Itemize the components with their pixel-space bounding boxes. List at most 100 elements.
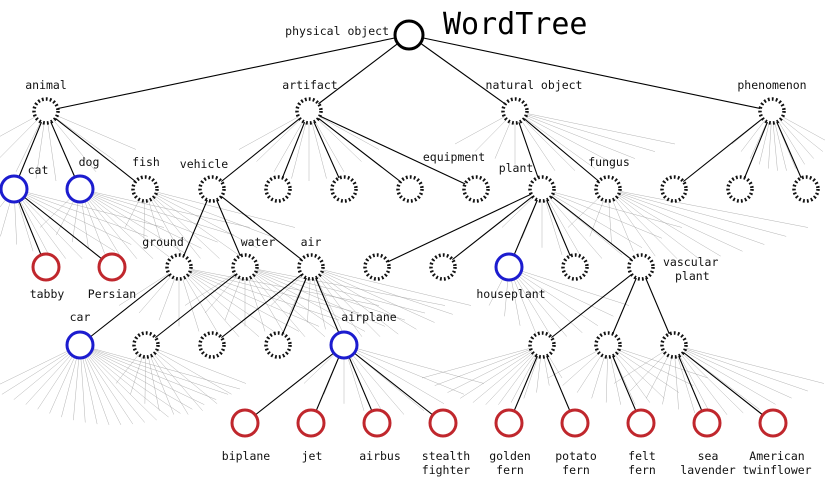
edge: [308, 110, 411, 190]
edge: [408, 34, 516, 112]
edge: [244, 344, 345, 424]
node-airplane[interactable]: [329, 330, 359, 360]
node-biplane[interactable]: [230, 408, 260, 438]
node-plant-child-2[interactable]: [429, 253, 457, 281]
faint-edge: [343, 344, 485, 384]
label-jet: jet: [302, 449, 323, 463]
faint-edge: [79, 344, 241, 390]
node-vascular-plant[interactable]: [627, 253, 655, 281]
node-water-child[interactable]: [132, 331, 160, 359]
faint-edge: [0, 344, 81, 385]
node-cat[interactable]: [0, 174, 29, 204]
node-water[interactable]: [231, 253, 259, 281]
faint-edge: [79, 344, 205, 405]
node-air-child-2[interactable]: [264, 331, 292, 359]
node-ground[interactable]: [165, 253, 193, 281]
edge: [514, 110, 543, 190]
node-car[interactable]: [65, 330, 95, 360]
label-artifact: artifact: [282, 78, 337, 92]
node-natural-object[interactable]: [501, 97, 529, 125]
node-american-twinflower[interactable]: [758, 408, 788, 438]
faint-edge: [178, 266, 380, 306]
faint-edge: [79, 344, 122, 426]
node-felt-fern[interactable]: [626, 408, 656, 438]
faint-edge: [308, 110, 380, 150]
node-stealth-fighter[interactable]: [428, 408, 458, 438]
node-air[interactable]: [297, 253, 325, 281]
faint-edge: [310, 266, 453, 315]
label-biplane: biplane: [222, 449, 271, 463]
node-equipment[interactable]: [462, 175, 490, 203]
label-cat: cat: [28, 163, 49, 177]
faint-edge: [79, 188, 138, 259]
faint-edge: [514, 110, 656, 152]
node-persian[interactable]: [97, 252, 127, 282]
faint-edge: [79, 344, 229, 395]
label-ground: ground: [142, 235, 184, 249]
faint-edge: [673, 344, 808, 392]
node-fungus[interactable]: [594, 175, 622, 203]
node-potato-fern[interactable]: [560, 408, 590, 438]
node-phenomenon-child-2[interactable]: [726, 175, 754, 203]
faint-edge: [244, 266, 346, 336]
label-equipment: equipment: [423, 150, 485, 164]
label-sea-lavender-line2: lavender: [680, 463, 735, 477]
edge: [541, 188, 576, 268]
node-air-child-1[interactable]: [198, 331, 226, 359]
node-artifact-child-4[interactable]: [396, 175, 424, 203]
edge: [277, 110, 310, 190]
label-golden-fern-line2: fern: [496, 463, 524, 477]
faint-edge: [244, 266, 406, 321]
faint-edge: [673, 344, 825, 384]
node-vascular-child-2[interactable]: [594, 331, 622, 359]
node-phenomenon-child-1[interactable]: [660, 175, 688, 203]
node-vascular-child-1[interactable]: [528, 331, 556, 359]
faint-edge: [145, 344, 218, 404]
node-plant-child-1[interactable]: [363, 253, 391, 281]
faint-edge: [79, 344, 134, 425]
node-vascular-child-3[interactable]: [660, 331, 688, 359]
label-houseplant: houseplant: [476, 287, 545, 301]
node-airbus[interactable]: [362, 408, 392, 438]
faint-edge: [508, 266, 630, 306]
node-artifact[interactable]: [295, 97, 323, 125]
node-dog[interactable]: [65, 174, 95, 204]
faint-edge: [79, 188, 186, 254]
node-jet[interactable]: [296, 408, 326, 438]
node-physical-object[interactable]: [393, 19, 425, 51]
node-artifact-child-2[interactable]: [264, 175, 292, 203]
node-fish[interactable]: [131, 175, 159, 203]
faint-edge: [343, 344, 465, 395]
node-phenomenon-child-3[interactable]: [792, 175, 820, 203]
edge: [514, 110, 609, 190]
tree-nodes: [0, 19, 820, 438]
node-tabby[interactable]: [31, 252, 61, 282]
node-animal[interactable]: [32, 97, 60, 125]
node-artifact-child-3[interactable]: [330, 175, 358, 203]
faint-edge: [79, 188, 202, 249]
edge: [673, 110, 773, 190]
node-golden-fern[interactable]: [494, 408, 524, 438]
node-phenomenon[interactable]: [758, 97, 786, 125]
faint-edge: [144, 188, 201, 259]
faint-edge: [79, 344, 193, 410]
edge: [45, 110, 146, 190]
edge: [442, 188, 543, 268]
faint-edge: [13, 188, 165, 228]
faint-edge: [421, 344, 543, 379]
faint-edge: [79, 188, 154, 259]
faint-edge: [607, 188, 656, 257]
edge: [541, 188, 642, 268]
edge: [607, 266, 642, 346]
edge: [640, 266, 675, 346]
faint-edge: [244, 266, 366, 332]
node-plant[interactable]: [528, 175, 556, 203]
node-vehicle[interactable]: [198, 175, 226, 203]
faint-edge: [13, 188, 83, 259]
edge: [408, 34, 773, 112]
node-sea-lavender[interactable]: [692, 408, 722, 438]
label-potato-fern-line1: potato: [555, 449, 597, 463]
node-houseplant[interactable]: [494, 252, 524, 282]
node-plant-child-4[interactable]: [561, 253, 589, 281]
